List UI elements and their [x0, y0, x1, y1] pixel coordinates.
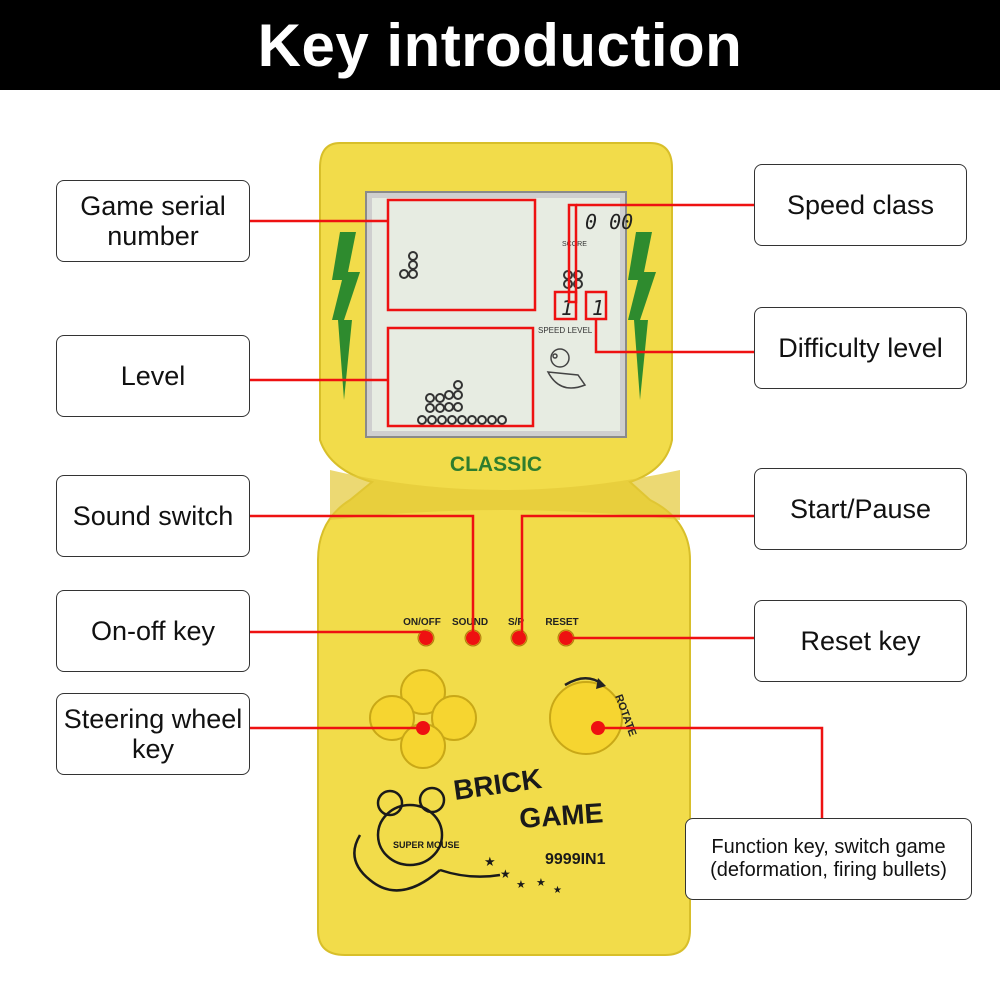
label-on-off-key-text: On-off key [90, 616, 216, 646]
level-highlight [386, 326, 535, 428]
label-level-text: Level [120, 361, 186, 391]
connector-dots [416, 631, 605, 735]
speed-digit: 1 [561, 296, 573, 320]
label-reset-key: Reset key [754, 600, 967, 682]
super-mouse-mascot-icon [353, 786, 501, 892]
device-shading [330, 470, 680, 520]
dpad-right-button [431, 695, 477, 741]
label-game-serial-number-text: Game serial number [80, 191, 226, 251]
lightning-bolt-right-icon [628, 232, 656, 400]
speed-level-label: SPEED LEVEL [538, 326, 593, 335]
label-reset-key-text: Reset key [800, 626, 921, 656]
speed-class-highlight [567, 203, 578, 304]
lightning-bolt-left-icon [332, 232, 360, 400]
score-label: SCORE [562, 241, 587, 248]
label-level: Level [56, 335, 250, 417]
label-speed-class: Speed class [754, 164, 967, 246]
label-start-pause: Start/Pause [754, 468, 967, 550]
mascot-screen-icon [546, 348, 587, 389]
dpad-up-button [400, 669, 446, 715]
mascot-label: SUPER MOUSE [393, 840, 460, 850]
label-difficulty-level: Difficulty level [754, 307, 967, 389]
level-digit: 1 [592, 296, 604, 320]
label-sound-switch: Sound switch [56, 475, 250, 557]
model-label: 9999IN1 [545, 851, 606, 868]
stacked-blocks-icon [417, 380, 507, 425]
label-function-key: Function key, switch game (deformation, … [685, 818, 972, 900]
svg-text:★: ★ [516, 879, 526, 891]
page-title: Key introduction [257, 12, 743, 79]
logo-game: GAME [518, 797, 604, 834]
svg-text:★: ★ [484, 854, 496, 869]
score-digits: 0 00 [585, 210, 633, 234]
label-function-key-text: Function key, switch game (deformation, … [710, 836, 947, 881]
title-banner: Key introduction [0, 0, 1000, 90]
label-steering-wheel-key: Steering wheel key [56, 693, 250, 775]
falling-block-icon [399, 251, 418, 279]
lcd-screen [372, 198, 620, 431]
onoff-button-label: ON/OFF [403, 617, 441, 628]
speed-digit-highlight [553, 290, 578, 321]
svg-text:★: ★ [536, 877, 546, 889]
sp-button-label: S/P [508, 617, 524, 628]
label-game-serial-number: Game serial number [56, 180, 250, 262]
game-serial-highlight [386, 198, 537, 312]
reset-button-label: RESET [545, 617, 578, 628]
label-on-off-key: On-off key [56, 590, 250, 672]
classic-label: CLASSIC [450, 453, 542, 476]
sound-button-label: SOUND [452, 617, 488, 628]
rotate-button[interactable] [549, 681, 623, 755]
stars-icon: ★ ★ ★ ★ ★ [484, 854, 562, 896]
label-speed-class-text: Speed class [786, 190, 935, 220]
label-start-pause-text: Start/Pause [789, 494, 932, 524]
label-steering-wheel-key-text: Steering wheel key [63, 704, 243, 764]
svg-text:★: ★ [553, 885, 562, 896]
svg-text:★: ★ [500, 867, 511, 881]
connector-lines [248, 203, 824, 818]
label-sound-switch-text: Sound switch [72, 501, 234, 531]
label-difficulty-level-text: Difficulty level [778, 333, 943, 363]
